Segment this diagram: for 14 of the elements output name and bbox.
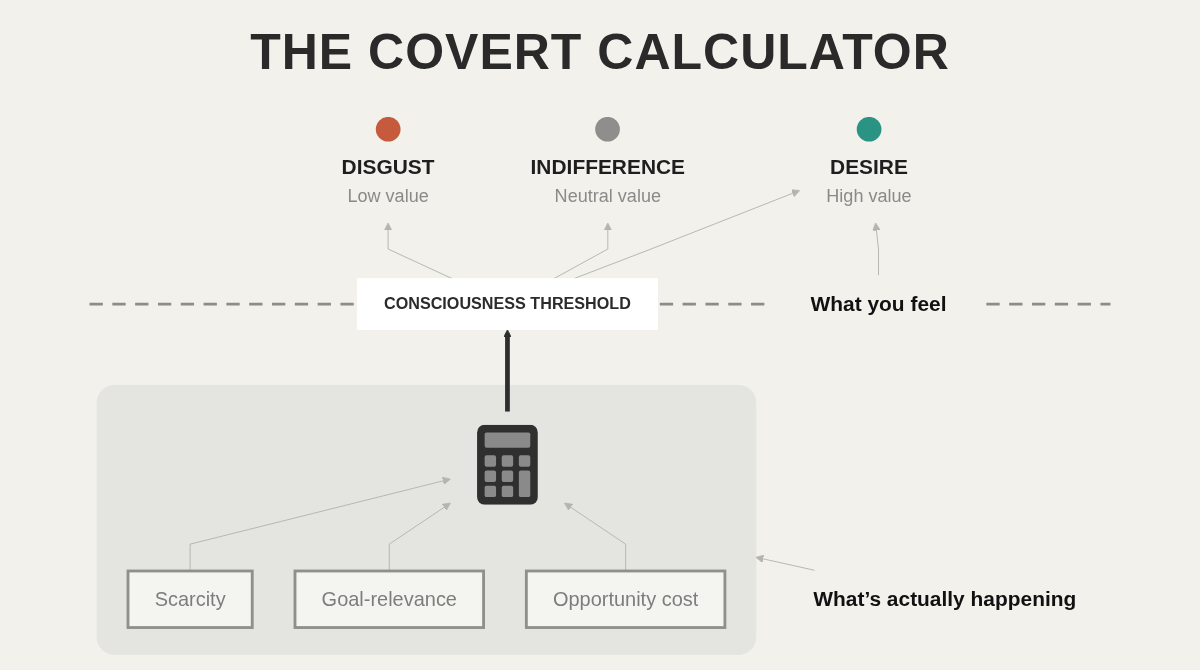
value-label: Neutral value [554,185,661,206]
callout-text: What’s actually happening [813,587,1077,612]
factor-box: Goal-relevance [293,569,485,629]
threshold-banner: CONSCIOUSNESS THRESHOLD [356,278,658,331]
emotion-label: DISGUST [341,154,435,179]
emotion-label: INDIFFERENCE [530,154,686,179]
factor-box: Opportunity cost [524,569,727,629]
callout-text: What you feel [810,292,947,317]
value-label: Low value [347,185,429,206]
thick-arrow [503,329,512,412]
emotion-label: DESIRE [830,154,908,179]
diagram-title: THE COVERT CALCULATOR [250,23,950,82]
factor-box: Scarcity [126,569,254,629]
value-label: High value [826,185,912,206]
